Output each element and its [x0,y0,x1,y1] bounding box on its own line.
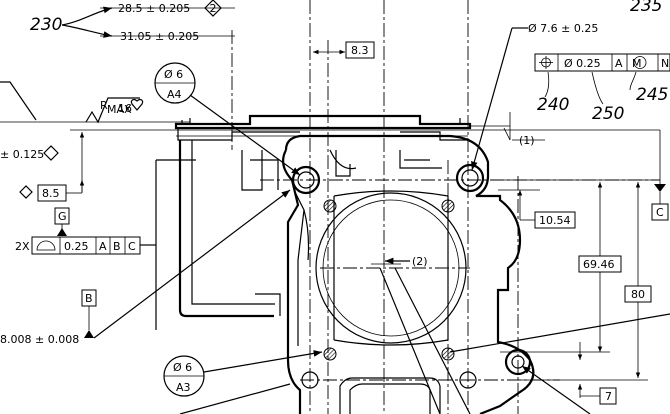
dim-28-5: 28.5 ± 0.205 [118,2,190,15]
dim-69-46-box: 69.46 [578,255,622,273]
dim-80-box: 80 [624,285,652,303]
svg-text:16: 16 [118,102,132,115]
dowel-ul [323,199,337,213]
svg-text:2X: 2X [15,240,30,253]
datum-g: G [54,207,70,236]
datum-b: B [81,289,97,338]
svg-text:B: B [113,240,121,253]
svg-text:A3: A3 [176,381,191,394]
dim-0-125: ± 0.125 [0,148,44,161]
svg-text:10.54: 10.54 [539,214,571,227]
svg-text:A4: A4 [167,88,182,101]
ref-235: 235 [630,0,662,16]
leader-230-a [61,6,113,26]
dowel-lr [441,347,455,361]
surface-finish-rmax: R MAX 16 [85,97,144,124]
leader-230-b [61,24,113,38]
holes [291,163,532,389]
ref-230: 230 [30,15,62,35]
mmc-icon [633,56,647,69]
dim-dia-7-6: Ø 7.6 ± 0.25 [528,22,598,35]
svg-text:0.25: 0.25 [64,240,89,253]
dim-8-3-box: 8.3 [345,41,375,59]
svg-text:C: C [656,206,664,219]
svg-text:2: 2 [210,2,217,15]
svg-text:A: A [99,240,107,253]
svg-text:A: A [615,57,623,70]
svg-text:Ø 6: Ø 6 [173,361,192,374]
fcf-profile: 2X 0.25 A B C [15,236,141,255]
hole-upper-left [291,165,321,195]
part-outline [174,114,535,414]
datum-c: C [651,130,669,221]
profile-surface-icon [36,240,56,251]
diamond-flag [43,145,59,161]
hole-lower-mid [459,371,477,389]
ref-240: 240 [537,95,569,115]
svg-text:Ø 6: Ø 6 [164,68,183,81]
svg-text:B: B [85,292,93,305]
svg-text:MAX: MAX [107,103,132,116]
dim-8-5-box: 8.5 [19,184,67,202]
hole-lower-right [504,348,532,376]
note-1: (1) [519,134,535,147]
svg-text:R: R [100,99,108,112]
ref-250: 250 [592,104,624,124]
ref-245: 245 [636,85,668,105]
hole-lower-left [301,371,319,389]
dowel-ll [323,347,337,361]
svg-text:G: G [58,210,67,223]
svg-text:69.46: 69.46 [583,258,615,271]
svg-text:Ø 0.25: Ø 0.25 [564,57,601,70]
svg-text:8.5: 8.5 [42,187,60,200]
svg-text:7: 7 [605,390,612,403]
bubble-a3: Ø 6 A3 [163,355,205,397]
bubble-a4: Ø 6 A4 [154,62,196,104]
leader-left-top [0,81,37,121]
svg-text:M: M [632,57,642,70]
svg-text:C: C [128,240,136,253]
dim-7-box: 7 [599,387,617,405]
hole-upper-right [455,163,485,193]
fcf-position: Ø 0.25 A M N [534,53,670,72]
dim-31-05: 31.05 ± 0.205 [120,30,199,43]
svg-text:8.3: 8.3 [351,44,369,57]
svg-text:80: 80 [631,288,645,301]
dowel-ur [441,199,455,213]
note-2: (2) [412,255,428,268]
dim-8-008: 8.008 ± 0.008 [0,333,79,346]
svg-text:N: N [661,57,669,70]
dim-10-54-box: 10.54 [534,211,576,229]
